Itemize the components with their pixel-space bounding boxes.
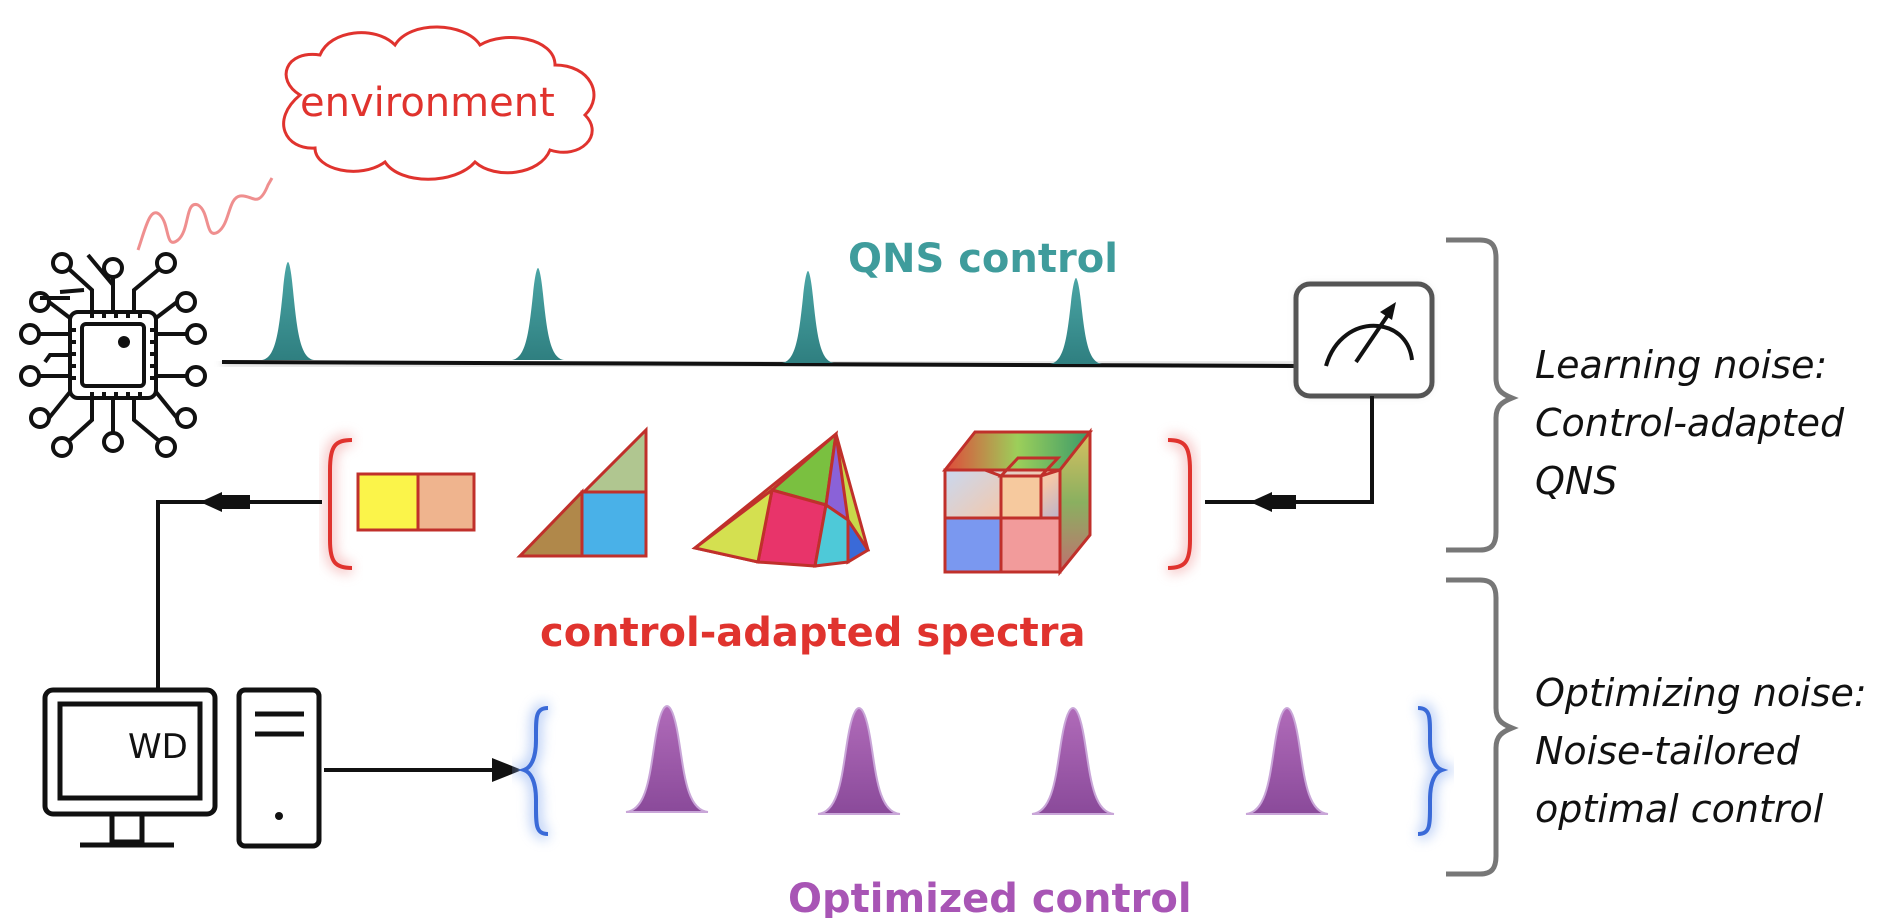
meter-icon: [1293, 281, 1435, 399]
spectrum-3d-cube: [941, 427, 1094, 577]
learning-brace: [1446, 237, 1519, 553]
coupling-wave: [136, 177, 274, 251]
learning-caption: Learning noise: Control-adapted QNS: [1535, 343, 1845, 503]
optimizing-line-1: Optimizing noise:: [1535, 671, 1867, 715]
optimized-control-label: Optimized control: [788, 876, 1192, 918]
environment-cloud: environment: [282, 25, 596, 181]
spectra-label: control-adapted spectra: [540, 610, 1086, 656]
qns-pulse-2: [512, 268, 564, 360]
learning-line-1: Learning noise:: [1535, 343, 1827, 387]
meter-to-spectra-wire: [1205, 396, 1374, 512]
qns-control-label: QNS control: [848, 236, 1118, 282]
qns-control-line: QNS control: [221, 236, 1296, 371]
tower-icon: [236, 687, 322, 849]
optimizing-caption: Optimizing noise: Noise-tailored optimal…: [1535, 671, 1867, 831]
optimizing-line-3: optimal control: [1535, 787, 1824, 831]
qns-pulse-3: [782, 271, 834, 363]
computer-to-optimized-wire: [324, 758, 522, 782]
optimized-bracket-right: [1417, 702, 1461, 840]
learning-line-2: Control-adapted: [1535, 401, 1845, 445]
spectrum-1d-shape: [356, 472, 476, 532]
spectrum-3d-pyramid: [691, 430, 871, 568]
optimized-pulse-4: [1245, 706, 1329, 815]
optimized-pulse-1: [625, 704, 709, 813]
optimized-bracket-left: [505, 702, 549, 840]
computer-icon: WD: [42, 687, 218, 848]
arrow-head: [200, 492, 222, 512]
chip-icon: [19, 252, 207, 458]
spectra-to-computer-wire: [156, 492, 322, 690]
arrow-head: [1250, 492, 1272, 512]
optimized-pulses: [625, 704, 1329, 815]
cloud-shape: [282, 25, 596, 181]
qns-pulse-1: [262, 262, 314, 360]
spectra-bracket-right: [1167, 434, 1196, 574]
learning-line-3: QNS: [1535, 459, 1617, 503]
qns-pulse-4: [1050, 278, 1102, 364]
optimizing-brace: [1446, 577, 1519, 877]
environment-label: environment: [300, 80, 555, 126]
optimized-pulse-2: [817, 706, 901, 815]
spectra-bracket-left: [324, 434, 353, 574]
optimized-pulse-3: [1031, 706, 1115, 815]
spectrum-2d-shape: [516, 426, 648, 558]
optimizing-line-2: Noise-tailored: [1535, 729, 1801, 773]
workstation-label: WD: [128, 727, 188, 767]
